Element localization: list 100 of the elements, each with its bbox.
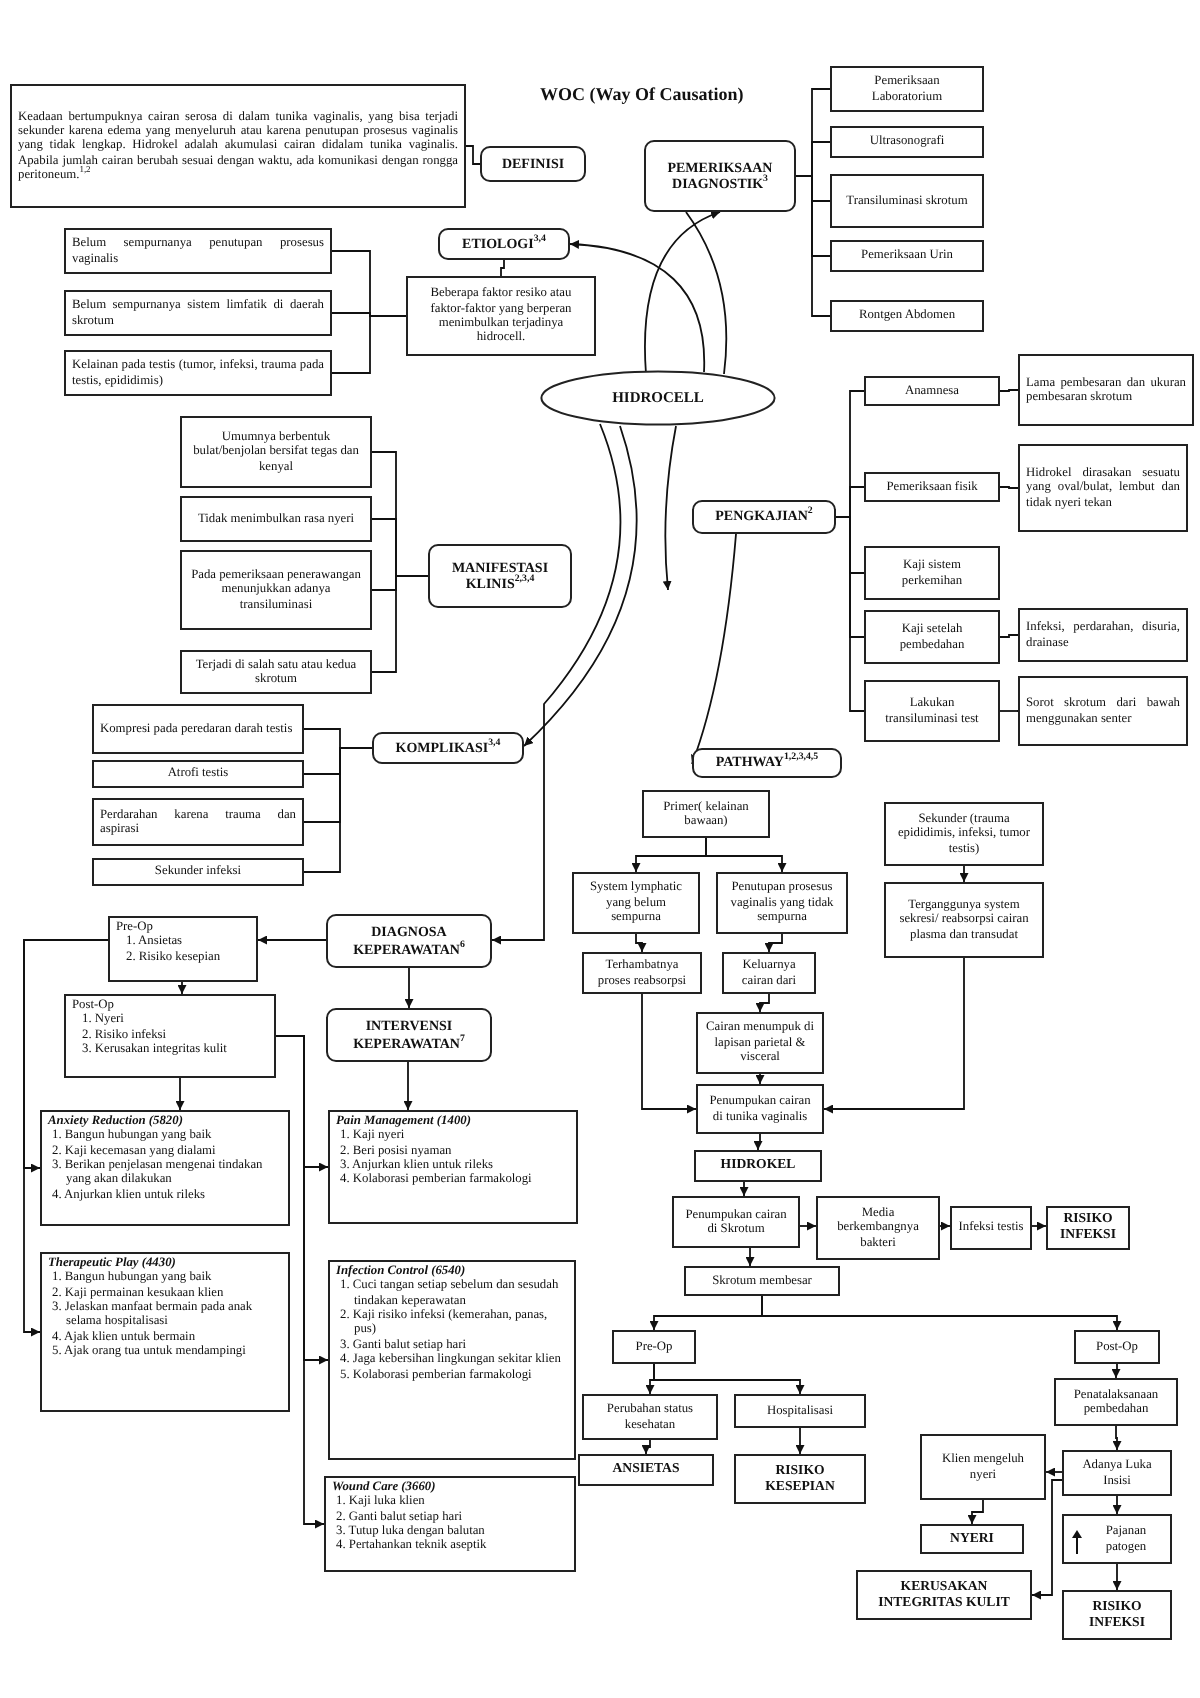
text-box xyxy=(92,704,304,754)
text-box xyxy=(642,790,770,838)
connector-line xyxy=(999,634,1019,638)
connector-line xyxy=(999,389,1019,392)
text-box xyxy=(64,350,332,396)
text-box xyxy=(864,546,1000,600)
text-box xyxy=(864,680,1000,742)
connector-line xyxy=(465,145,481,165)
arrow xyxy=(764,933,783,953)
text-box xyxy=(10,84,466,208)
outcome-box xyxy=(1062,1590,1172,1640)
arrow xyxy=(1031,1221,1047,1231)
arrow xyxy=(705,837,787,873)
intervention-box xyxy=(40,1110,290,1226)
text-box xyxy=(572,872,700,934)
arrow xyxy=(739,1181,749,1197)
text-box xyxy=(816,1196,940,1260)
heading-box xyxy=(644,140,796,212)
heading-box xyxy=(692,748,842,778)
intervention-box xyxy=(328,1260,576,1460)
text-box xyxy=(672,1196,800,1248)
text-box xyxy=(1018,354,1194,426)
text-box xyxy=(830,174,984,228)
text-box xyxy=(684,1266,840,1296)
list-box xyxy=(64,994,276,1078)
heading-box xyxy=(372,732,524,764)
outcome-box xyxy=(920,1524,1024,1554)
arrow xyxy=(23,939,109,1337)
arrow xyxy=(967,1499,984,1525)
text-box xyxy=(830,240,984,272)
text-box xyxy=(830,126,984,158)
text-box xyxy=(64,290,332,336)
text-box xyxy=(92,760,304,788)
text-box xyxy=(1018,608,1188,662)
arrow xyxy=(662,425,677,591)
connector-line xyxy=(303,747,373,873)
outcome-box xyxy=(694,1150,822,1182)
arrow xyxy=(1112,1425,1122,1451)
heading-box xyxy=(326,1008,492,1062)
arrow xyxy=(761,1295,1122,1331)
list-box xyxy=(108,916,258,982)
arrow xyxy=(653,1363,805,1395)
text-box xyxy=(1062,1514,1172,1564)
arrow xyxy=(1031,1479,1063,1600)
text-box xyxy=(864,610,1000,664)
text-box xyxy=(884,802,1044,866)
text-box xyxy=(612,1330,696,1364)
text-box xyxy=(734,1394,866,1428)
arrow xyxy=(799,1221,817,1231)
text-box xyxy=(180,550,372,630)
connector-line xyxy=(999,486,1019,489)
text-box xyxy=(92,798,304,846)
arrow xyxy=(569,240,705,373)
text-box xyxy=(722,952,816,994)
text-box xyxy=(582,1394,718,1440)
arrow xyxy=(959,865,969,883)
text-box xyxy=(1074,1330,1160,1364)
arrow xyxy=(823,957,965,1114)
heading-box xyxy=(326,914,492,968)
arrow xyxy=(1112,1563,1122,1591)
arrow xyxy=(755,1073,765,1085)
arrow xyxy=(1112,1495,1122,1515)
text-box xyxy=(582,952,702,994)
arrow xyxy=(257,935,327,945)
text-box xyxy=(696,1084,824,1134)
heading-box xyxy=(692,500,836,534)
arrow xyxy=(795,1427,805,1455)
arrow xyxy=(404,967,414,1009)
text-box xyxy=(830,300,984,332)
arrow xyxy=(644,211,721,375)
arrow xyxy=(403,1061,413,1111)
text-box xyxy=(64,228,332,274)
arrow xyxy=(177,981,187,995)
arrow xyxy=(939,1221,951,1231)
arrow xyxy=(175,1077,185,1111)
outcome-box xyxy=(856,1570,1032,1620)
arrow xyxy=(745,1247,755,1267)
text-box xyxy=(1018,676,1188,746)
text-box xyxy=(180,650,372,694)
outcome-box xyxy=(578,1454,714,1486)
connector-line xyxy=(500,259,505,277)
connector-line xyxy=(835,516,865,712)
heading-box xyxy=(428,544,572,608)
diagram-title: WOC (Way Of Causation) xyxy=(540,84,744,104)
text-box xyxy=(1062,1450,1172,1496)
central-ellipse xyxy=(540,370,776,426)
text-box xyxy=(92,858,304,886)
text-box xyxy=(864,376,1000,406)
intervention-box xyxy=(328,1110,578,1224)
arrow xyxy=(753,1133,763,1151)
arrow xyxy=(641,993,697,1114)
text-box xyxy=(830,66,984,112)
arrow xyxy=(275,1035,325,1529)
text-box xyxy=(884,882,1044,958)
text-box xyxy=(716,872,848,934)
text-box xyxy=(180,496,372,542)
arrow xyxy=(641,1439,651,1455)
intervention-box xyxy=(40,1252,290,1412)
connector-line xyxy=(331,315,407,374)
arrow xyxy=(1045,1467,1063,1477)
